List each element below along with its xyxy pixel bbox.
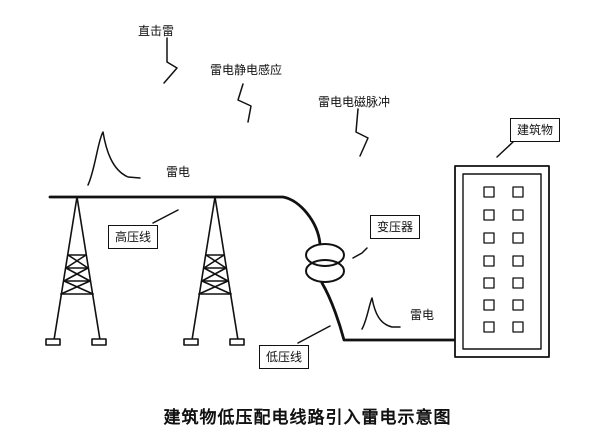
lightning-bolt-icon xyxy=(355,108,369,157)
high-voltage-line xyxy=(48,195,322,246)
figure-caption: 建筑物低压配电线路引入雷电示意图 xyxy=(163,408,452,428)
leader-line xyxy=(352,247,368,259)
leader-line xyxy=(297,325,331,344)
label-lightning-bottom: 雷电 xyxy=(410,308,435,322)
low-voltage-line xyxy=(320,281,460,342)
surge-pulse-icon xyxy=(361,297,401,330)
surge-pulse-icon xyxy=(87,131,141,186)
label-high-voltage-line: 高压线 xyxy=(108,225,159,249)
leader-line xyxy=(152,209,179,224)
label-direct-strike: 直击雷 xyxy=(138,24,175,38)
pylon-icon xyxy=(45,196,107,346)
label-static-induction: 雷电静电感应 xyxy=(210,63,283,77)
transformer-coil-icon xyxy=(305,243,345,267)
lightning-bolt-icon xyxy=(163,37,178,84)
lightning-bolt-icon xyxy=(237,83,252,123)
label-low-voltage-line: 低压线 xyxy=(259,345,310,369)
label-building: 建筑物 xyxy=(510,118,561,142)
leader-line xyxy=(496,141,514,158)
pylon-icon xyxy=(183,196,245,346)
label-lightning-top: 雷电 xyxy=(166,165,191,179)
transformer-coil-icon xyxy=(305,259,345,283)
building-icon xyxy=(454,165,550,358)
label-transformer: 变压器 xyxy=(370,215,421,239)
label-em-pulse: 雷电电磁脉冲 xyxy=(318,95,391,109)
